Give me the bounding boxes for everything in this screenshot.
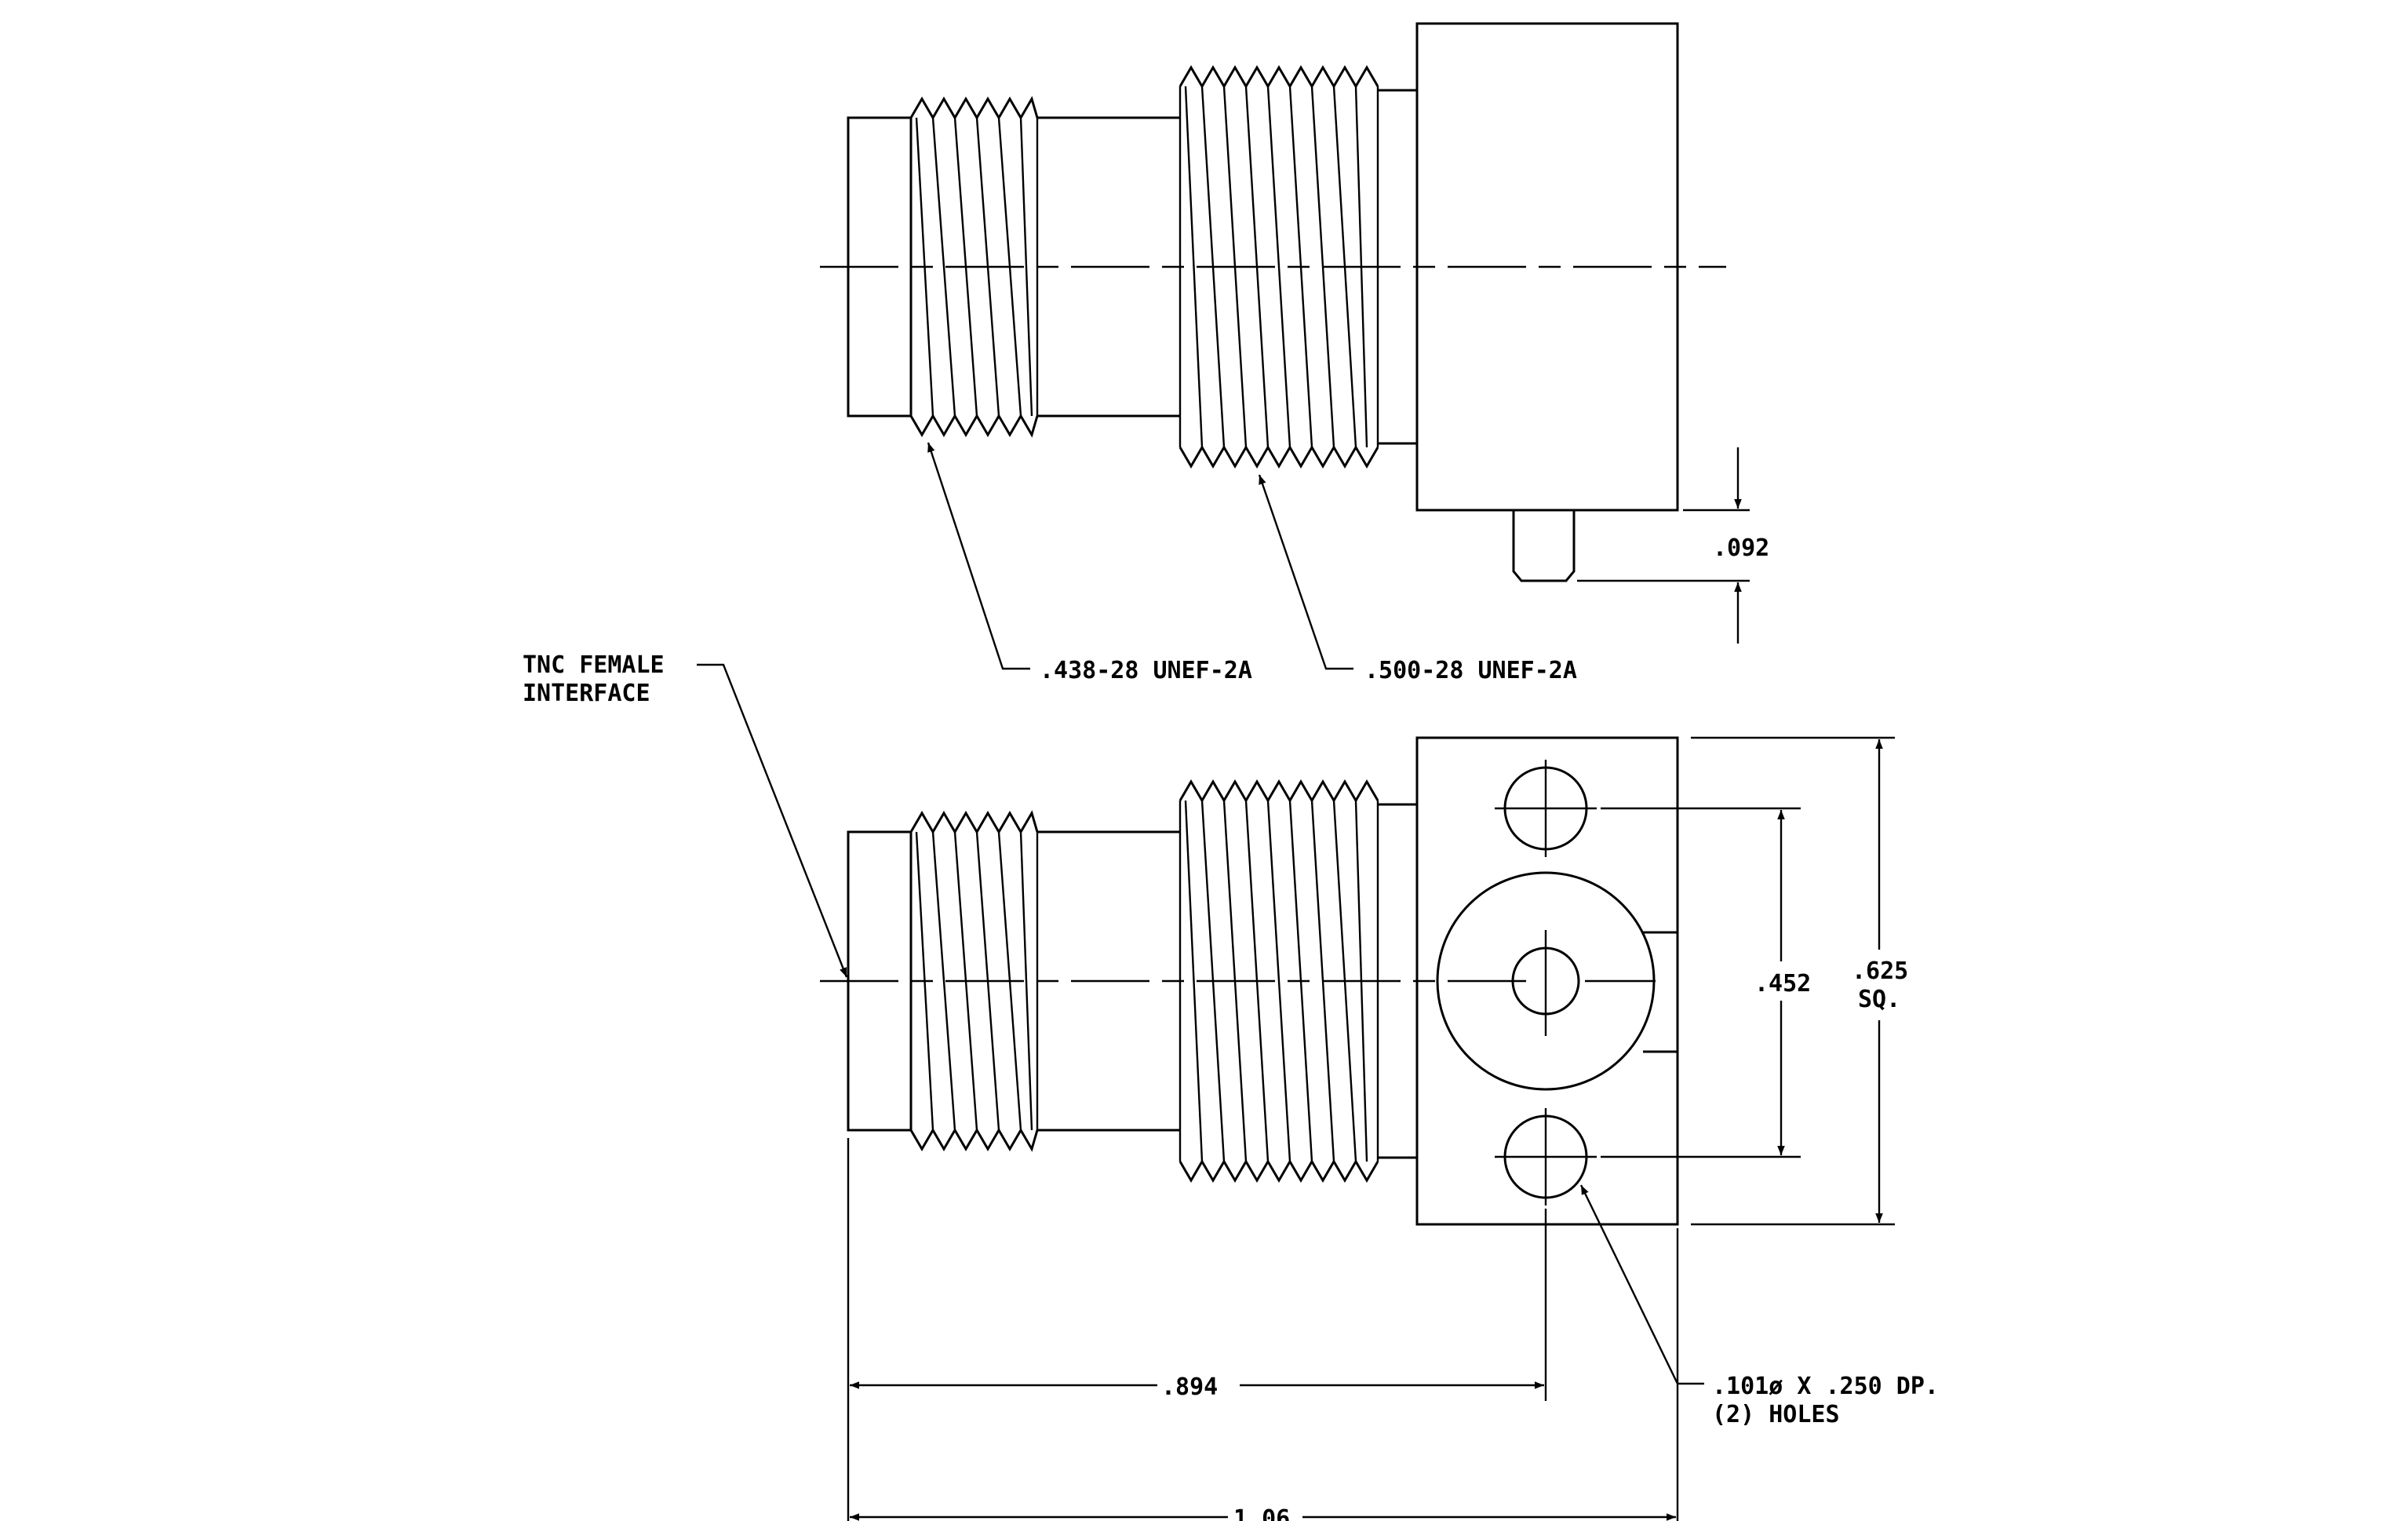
hole-center-dimension [847,1138,1547,1521]
contact-pin [1512,510,1576,582]
thread-large-label: .500-28 UNEF-2A [1364,657,1577,684]
interface-label-line1: TNC FEMALE [523,651,665,679]
interface-label-line2: INTERFACE [523,680,650,707]
crosshair-center [1544,930,1656,1036]
hole-spacing-label: .452 [1754,970,1811,998]
pin-length-label: .092 [1713,534,1769,562]
side-tab [1643,931,1678,1053]
thread-small-leader [927,442,1030,670]
middle-shaft [1037,116,1180,418]
body-size-suffix: SQ. [1858,986,1900,1013]
overall-length-dimension [850,1228,1679,1521]
crosshair-bottom [1495,1108,1597,1205]
crosshair-top [1495,760,1597,857]
holes-leader [1579,1184,1704,1385]
thread-large-leader [1258,474,1353,670]
body-size-label: .625 [1852,957,1908,985]
thread-small-label: .438-28 UNEF-2A [1040,657,1252,684]
holes-label-line2: (2) HOLES [1712,1401,1840,1428]
hole-spacing-dimension [1601,807,1801,1158]
interface-leader [697,663,848,978]
holes-label-line1: .101ø X .250 DP. [1712,1373,1939,1400]
overall-length-label: 1.06 [1233,1505,1290,1521]
middle-shaft [1037,830,1180,1132]
pin-length-dimension [1577,447,1750,644]
top-view: .092 [820,22,1769,670]
hole-center-label: .894 [1161,1373,1218,1401]
bottom-view [697,663,1895,1521]
body-size-dimension [1691,736,1895,1226]
